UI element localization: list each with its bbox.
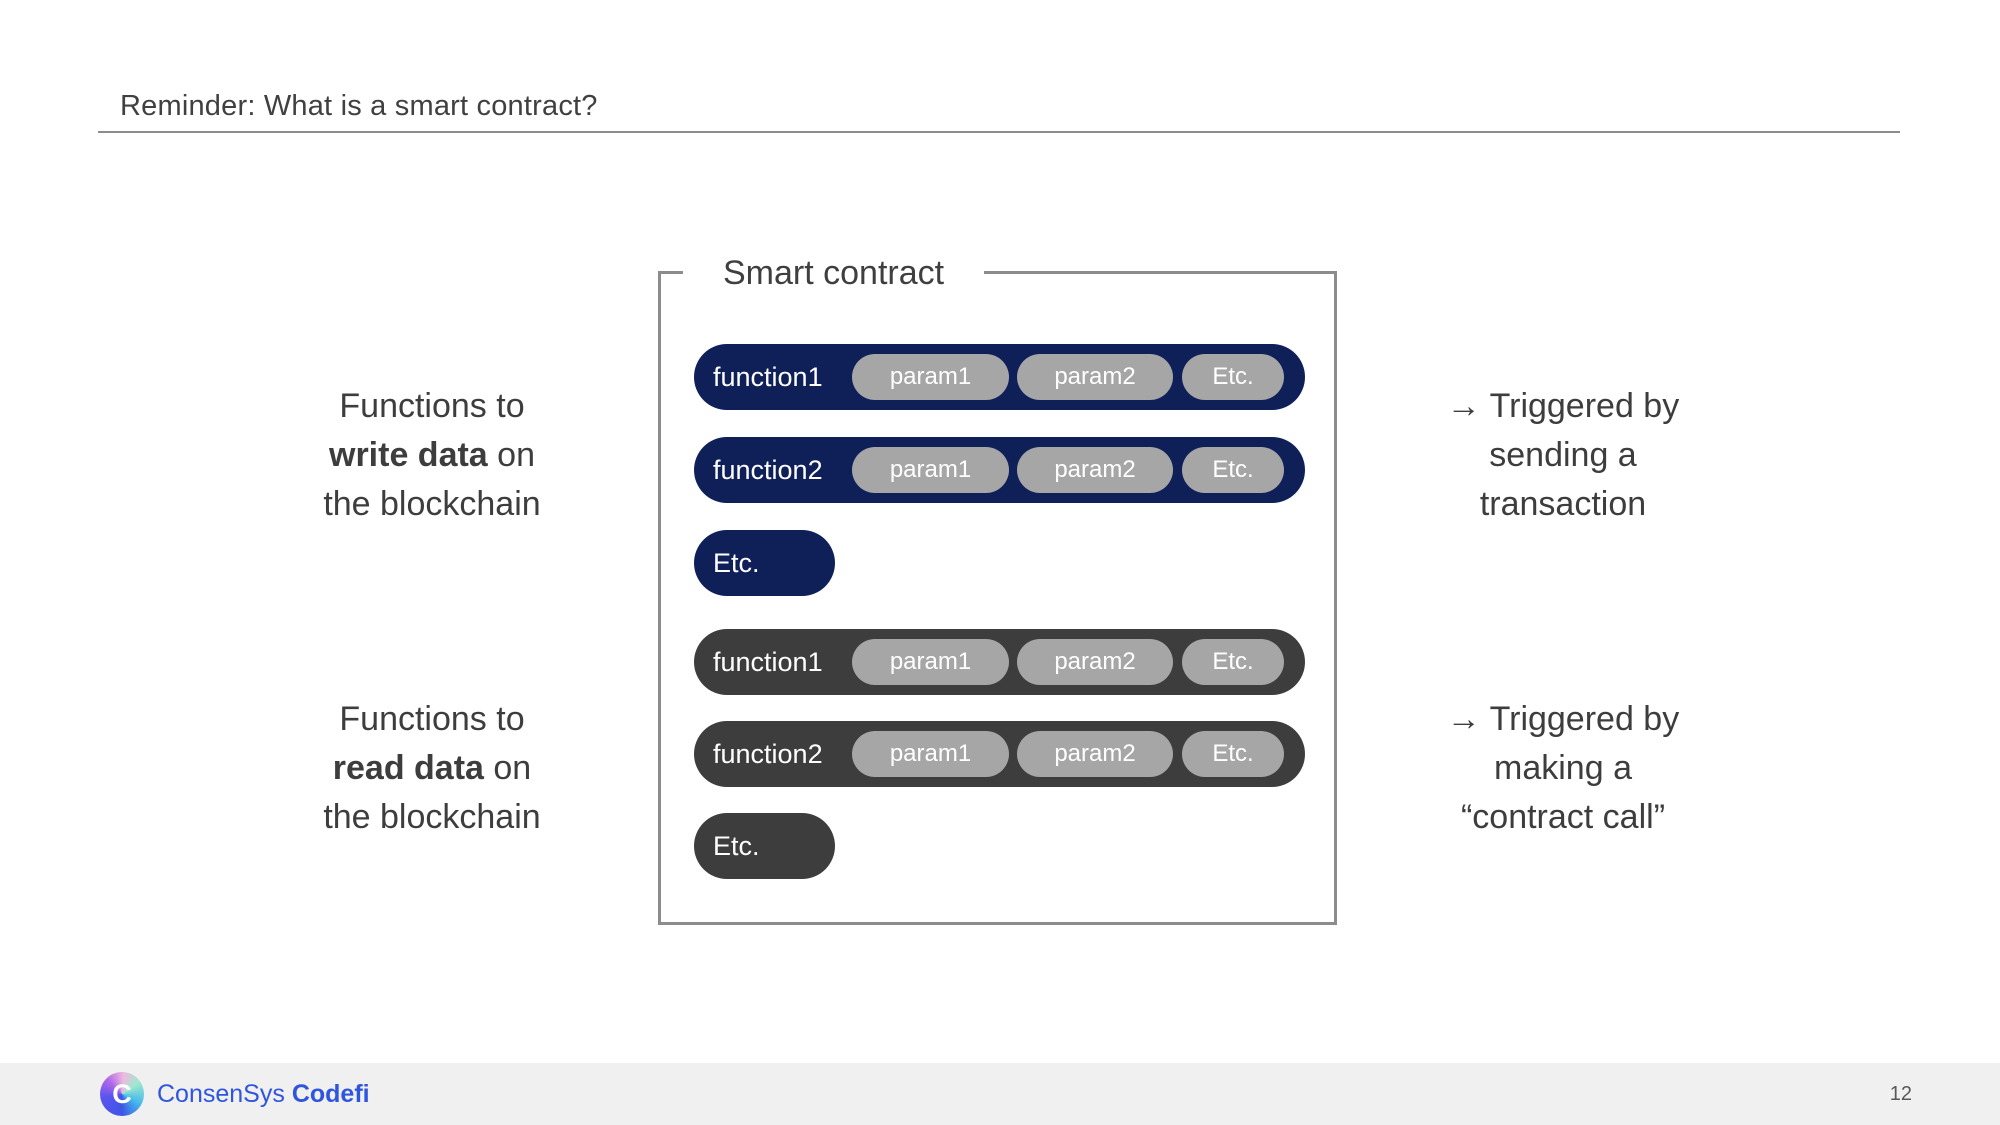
annotation-line: the blockchain [323,485,541,523]
arrow-right-icon: → [1446,387,1481,425]
annotation-read-functions: Functions to read data on the blockchain [282,695,582,842]
function-rows: function1 param1 param2 Etc. function2 p… [661,274,1334,879]
annotation-triggered-contract-call: → Triggered by making a “contract call” [1408,695,1718,842]
annotation-line: write data on [329,436,535,474]
function-name: function2 [713,738,823,769]
param-pill: param1 [852,447,1009,493]
annotation-line: read data on [332,749,532,787]
write-function-row-etc: Etc. [694,530,835,596]
param-pill: Etc. [1182,354,1284,400]
read-function-row-etc: Etc. [694,813,835,879]
arrow-right-icon: → [1446,700,1481,738]
function-name: function2 [713,454,823,485]
function-name: Etc. [713,547,760,578]
function-name: function1 [713,646,823,677]
param-pill: Etc. [1182,447,1284,493]
brand-text: ConsenSys Codefi [157,1080,370,1108]
title-divider [98,131,1900,133]
page-number: 12 [1889,1083,1912,1105]
param-pill: param1 [852,639,1009,685]
param-pill: param2 [1017,731,1173,777]
smart-contract-box: Smart contract function1 param1 param2 E… [658,251,1337,925]
read-function-row-2: function2 param1 param2 Etc. [694,721,1305,787]
annotation-line: Functions to [339,700,525,738]
emphasis-read-data: read data [332,749,484,787]
param-pill: param1 [852,354,1009,400]
emphasis-write-data: write data [329,436,488,474]
page-title: Reminder: What is a smart contract? [120,90,598,122]
annotation-triggered-transaction: → Triggered by sending a transaction [1408,382,1718,529]
param-pill: param1 [852,731,1009,777]
annotation-line: → Triggered by [1446,700,1680,738]
footer-bar: C ConsenSys Codefi 12 [0,1063,2000,1125]
annotation-line: “contract call” [1460,798,1666,836]
write-function-row-2: function2 param1 param2 Etc. [694,437,1305,503]
param-pill: param2 [1017,639,1173,685]
function-name: Etc. [713,830,760,861]
annotation-line: Functions to [339,387,525,425]
param-pill: Etc. [1182,731,1284,777]
annotation-line: transaction [1479,485,1647,523]
annotation-write-functions: Functions to write data on the blockchai… [282,382,582,529]
function-name: function1 [713,361,823,392]
consensys-codefi-logo-icon: C [100,1072,144,1116]
write-function-row-1: function1 param1 param2 Etc. [694,344,1305,410]
annotation-line: making a [1494,749,1632,787]
param-pill: param2 [1017,354,1173,400]
annotation-line: → Triggered by [1446,387,1680,425]
param-pill: param2 [1017,447,1173,493]
annotation-line: the blockchain [323,798,541,836]
smart-contract-label: Smart contract [683,251,985,295]
logo-letter: C [112,1078,132,1109]
read-function-row-1: function1 param1 param2 Etc. [694,629,1305,695]
annotation-line: sending a [1489,436,1637,474]
param-pill: Etc. [1182,639,1284,685]
